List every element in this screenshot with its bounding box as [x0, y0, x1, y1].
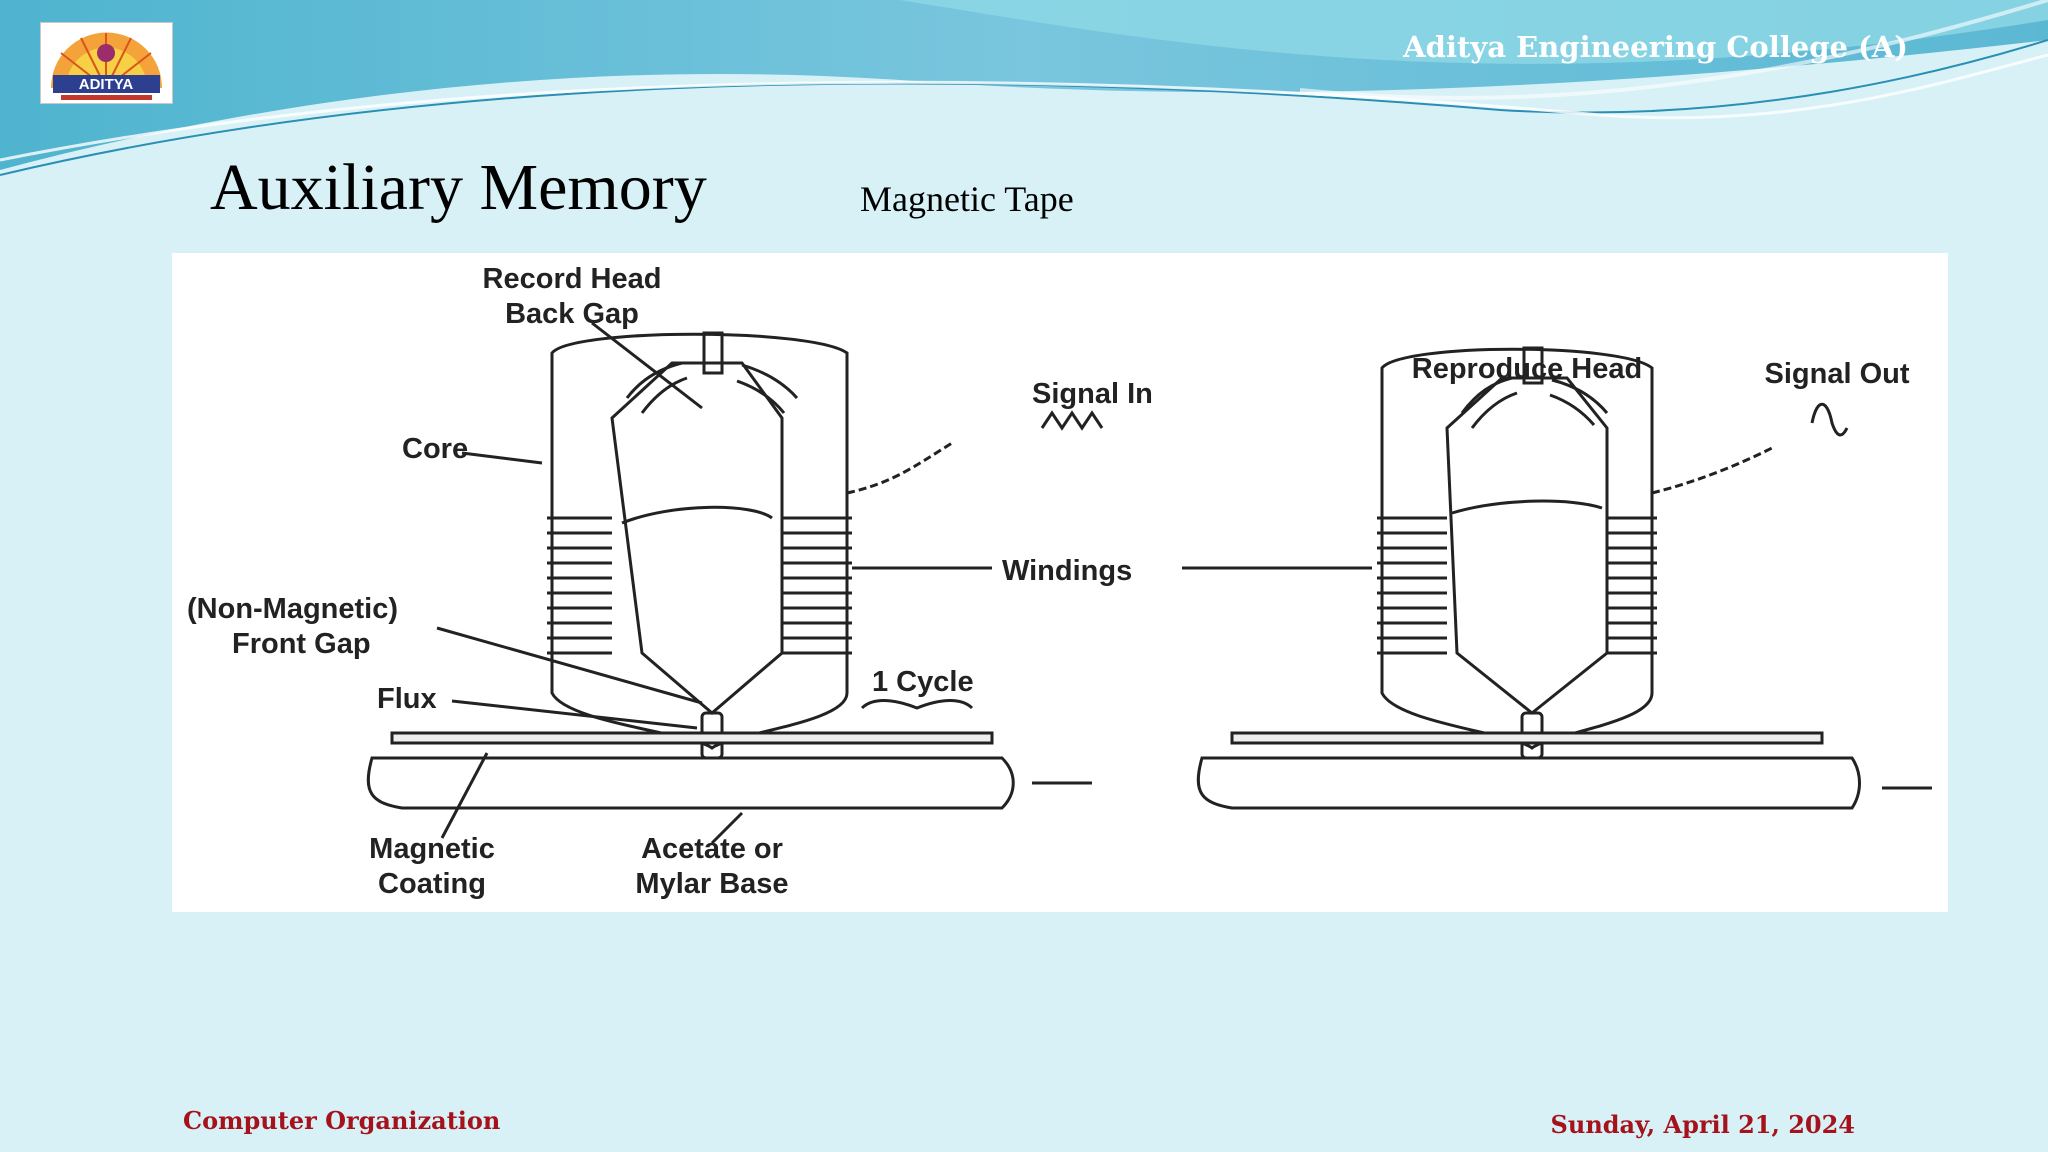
record-head-core — [550, 332, 849, 750]
reproduce-head-label: Reproduce Head — [1412, 353, 1642, 385]
record-head-windings-left — [547, 516, 612, 655]
record-tape — [390, 731, 994, 745]
magnetic-coating-label-2: Coating — [378, 868, 486, 900]
record-head-window — [610, 361, 784, 715]
diagram-svg: Record Head Back Gap Core Signal In Wind… — [187, 263, 1932, 900]
non-magnetic-label-1: (Non-Magnetic) — [187, 593, 398, 625]
core-label: Core — [402, 433, 468, 465]
flux-label: Flux — [377, 683, 437, 715]
reproduce-head-windings-left — [1377, 516, 1447, 655]
record-head-label-1: Record Head — [483, 263, 662, 295]
acetate-label-1: Acetate or — [641, 833, 783, 865]
non-magnetic-label-2: Front Gap — [232, 628, 371, 660]
diagram-labels: Record Head Back Gap Core Signal In Wind… — [187, 263, 1910, 900]
header-banner — [0, 0, 2048, 176]
reproduce-head-windings-right — [1607, 516, 1657, 655]
college-logo: ADITYA — [40, 22, 173, 104]
reproduce-head-core — [1380, 347, 1654, 750]
logo-text: ADITYA — [79, 76, 134, 93]
reproduce-head-window — [1445, 376, 1609, 715]
signal-out-label: Signal Out — [1765, 358, 1910, 390]
magnetic-tape-diagram: Record Head Back Gap Core Signal In Wind… — [172, 253, 1948, 912]
reproduce-tape — [1230, 731, 1824, 745]
record-head-windings-right — [782, 516, 852, 655]
acetate-label-2: Mylar Base — [635, 868, 788, 900]
footer-date: Sunday, April 21, 2024 — [1550, 1110, 1855, 1139]
footer-course: Computer Organization — [183, 1106, 501, 1135]
college-name: Aditya Engineering College (A) — [1403, 30, 1908, 64]
signal-in-label: Signal In — [1032, 378, 1153, 410]
magnetic-coating-label-1: Magnetic — [369, 833, 495, 865]
record-head-label-2: Back Gap — [505, 298, 639, 330]
slide-title: Auxiliary Memory — [210, 151, 707, 224]
one-cycle-label: 1 Cycle — [872, 666, 974, 698]
slide-subtitle: Magnetic Tape — [860, 179, 1074, 219]
windings-label: Windings — [1002, 555, 1132, 587]
